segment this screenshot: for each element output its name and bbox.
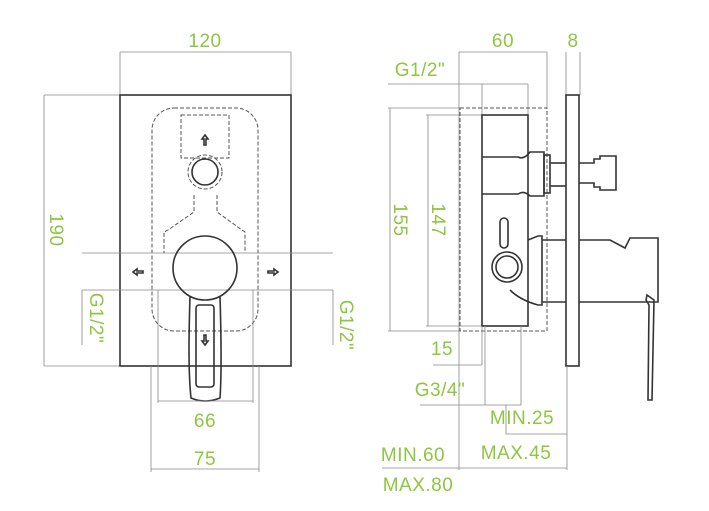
wall-min-label: MIN.25 [490, 408, 554, 429]
width-label: 120 [188, 31, 221, 52]
front-view: 120 190 G1/2" G1/2" 66 75 [43, 31, 356, 472]
arrow-right-inlet-icon [267, 267, 280, 277]
body-height-label: 147 [427, 203, 448, 236]
bottom-outlet-label: G3/4" [415, 380, 465, 401]
right-inlet-label: G1/2" [335, 300, 356, 350]
lever-handle [188, 295, 222, 402]
lever-base [172, 235, 238, 301]
arrow-up-icon [200, 133, 210, 146]
diverter-knob [191, 158, 219, 186]
cartridge-port [491, 251, 523, 283]
arrow-down-icon [200, 334, 210, 347]
plate-thickness-label: 8 [567, 31, 578, 52]
diverter-knob-side [579, 155, 617, 191]
install-min-label: MIN.60 [381, 445, 445, 466]
height-label: 190 [45, 213, 66, 246]
arrow-left-inlet-icon [131, 267, 144, 277]
box-outline-side [459, 107, 548, 332]
depth-label: 60 [492, 31, 514, 52]
box-width-label: 75 [194, 449, 216, 470]
top-outlet-label: G1/2" [395, 60, 445, 81]
install-max-label: MAX.80 [383, 475, 454, 496]
box-height-label: 155 [389, 203, 410, 236]
cover-plate-side [565, 94, 580, 367]
left-inlet-label: G1/2" [85, 293, 106, 343]
cover-plate [119, 94, 292, 367]
lever-side [579, 237, 659, 303]
box-outline [151, 107, 259, 332]
inner-width-label: 66 [194, 411, 216, 432]
diverter-recess [180, 114, 230, 159]
offset-label: 15 [431, 339, 453, 360]
wall-max-label: MAX.45 [481, 443, 552, 464]
valve-body [481, 114, 529, 327]
side-view: 60 8 G1/2" 155 147 15 G3/4" [381, 31, 659, 496]
